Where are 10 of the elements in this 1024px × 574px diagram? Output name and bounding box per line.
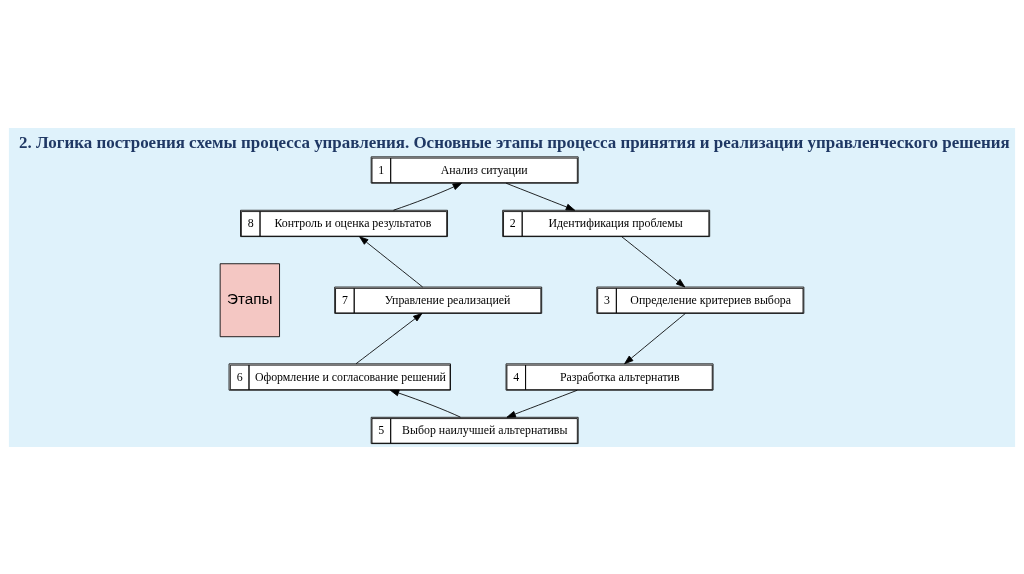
arrow (393, 182, 463, 211)
diagram-title: 2. Логика построения схемы процесса управления. Основные этапы процесса принятия и реализации управленческого решения (19, 132, 1010, 152)
arrow (389, 389, 461, 418)
arrow (621, 235, 686, 287)
arrow (355, 312, 423, 364)
arrow (505, 182, 576, 211)
arrow (624, 312, 686, 364)
arrow (359, 235, 424, 287)
node-box: Этапы (219, 262, 280, 337)
arrow (506, 389, 578, 418)
